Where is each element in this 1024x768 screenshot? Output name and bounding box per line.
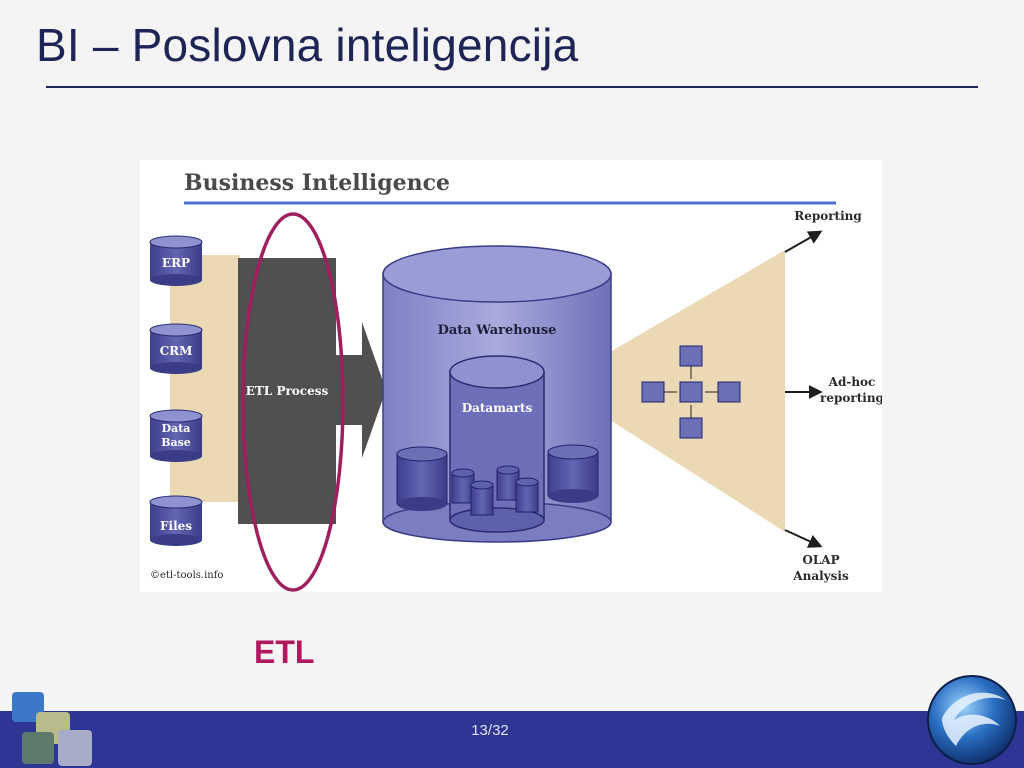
arrow-olap <box>784 529 823 548</box>
output-reporting: Reporting <box>794 209 862 223</box>
source-erp: ERP <box>149 235 203 286</box>
svg-text:ERP: ERP <box>162 256 190 270</box>
etl-process-label: ETL Process <box>246 384 329 398</box>
decorative-squares-logo <box>12 692 92 766</box>
warehouse-store-right <box>547 444 599 503</box>
olap-cube-icon <box>641 345 741 439</box>
title-divider <box>46 86 978 88</box>
diagram-title: Business Intelligence <box>184 170 450 196</box>
slide-title: BI – Poslovna inteligencija <box>36 19 579 71</box>
page-number: 13/32 <box>471 722 509 739</box>
warehouse-store-left <box>396 446 448 511</box>
arrow-reporting <box>784 230 823 253</box>
diagram-credit: ©etl-tools.info <box>150 570 223 581</box>
warehouse-label: Data Warehouse <box>438 323 557 338</box>
etl-arrow <box>336 322 386 458</box>
footer-bar <box>0 711 1024 768</box>
source-crm: CRM <box>149 323 203 374</box>
svg-text:Files: Files <box>160 519 192 533</box>
etl-highlight-ellipse <box>241 212 345 592</box>
svg-text:CRM: CRM <box>160 344 193 358</box>
source-files: Files <box>149 495 203 546</box>
source-funnel <box>170 255 240 502</box>
datamarts: Datamarts <box>449 355 545 533</box>
datamarts-label: Datamarts <box>462 401 533 415</box>
etl-process-block <box>238 258 336 524</box>
globe-emblem-logo <box>927 675 1017 765</box>
etl-highlight-label: ETL <box>254 634 315 670</box>
